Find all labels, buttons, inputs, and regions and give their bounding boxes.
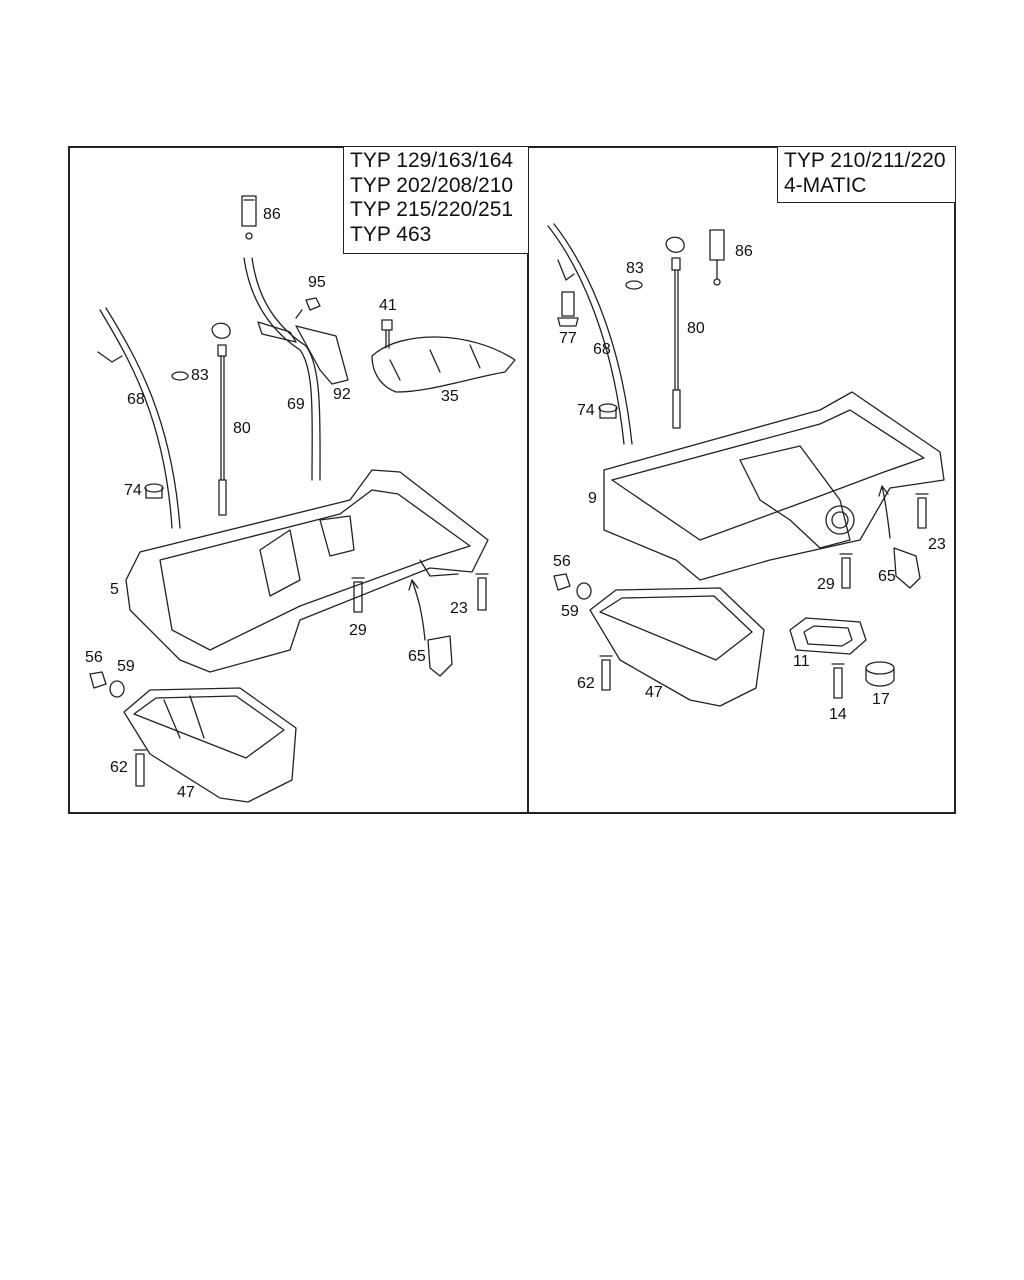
sealing-ring-59-left [109,680,125,698]
callout-83: 83 [191,367,209,384]
callout-80: 80 [687,320,705,337]
filter-element-17-right [865,661,895,687]
cover-65-left [408,579,453,677]
bolt-29-right [839,553,853,589]
dipstick-right [665,236,685,429]
oil-pan-upper-5-left [125,469,489,673]
callout-68: 68 [593,341,611,358]
callout-95: 95 [308,274,326,291]
bolt-62-right [599,655,613,691]
callout-65: 65 [878,568,896,585]
gasket-11-right [789,617,867,655]
drain-plug-56-left [89,671,107,689]
callout-86: 86 [263,206,281,223]
oil-pan-upper-9-right [603,391,945,581]
typ-line: TYP 202/208/210 [350,173,514,197]
callout-9: 9 [588,490,597,507]
cover-65-right [878,485,921,589]
callout-77: 77 [559,330,577,347]
bolt-14-right [831,663,845,699]
callout-29: 29 [349,622,367,639]
cap-left [241,195,257,240]
panel-divider [527,146,529,814]
bolt-77-right [557,291,579,327]
callout-83: 83 [626,260,644,277]
callout-74: 74 [124,482,142,499]
callout-41: 41 [379,297,397,314]
typ-line: TYP 215/220/251 [350,198,514,221]
drain-plug-56-right [553,573,571,591]
typ-line: TYP 463 [350,222,432,246]
o-ring-left [171,371,189,381]
callout-56: 56 [85,649,103,666]
callout-59: 59 [117,658,135,675]
screw-plug-74-right [598,403,618,419]
gasket-92-left [295,325,349,385]
typ-line: TYP 129/163/164 [350,149,514,172]
oil-pan-lower-47-left [123,687,297,803]
callout-65: 65 [408,648,426,665]
guide-tube-69-left [243,257,321,481]
cap-right [709,229,725,286]
model-type-box-right: TYP 210/211/220 4-MATIC [777,146,956,203]
screw-plug-74-left [144,483,164,499]
callout-69: 69 [287,396,305,413]
callout-59: 59 [561,603,579,620]
callout-68: 68 [127,391,145,408]
bolt-29-left [351,577,365,613]
bolt-62-left [133,749,147,787]
callout-23: 23 [450,600,468,617]
callout-23: 23 [928,536,946,553]
sealing-ring-59-right [576,582,592,600]
oil-pan-lower-47-right [589,587,765,707]
bolt-95-left [295,297,321,319]
callout-17: 17 [872,691,890,708]
callout-47: 47 [177,784,195,801]
callout-62: 62 [110,759,128,776]
callout-14: 14 [829,706,847,723]
typ-line: 4-MATIC [784,173,867,197]
callout-92: 92 [333,386,351,403]
callout-11: 11 [793,653,810,670]
callout-80: 80 [233,420,251,437]
callout-74: 74 [577,402,595,419]
bolt-41-left [381,319,393,349]
callout-47: 47 [645,684,663,701]
bolt-23-right [915,493,929,529]
callout-29: 29 [817,576,835,593]
callout-62: 62 [577,675,595,692]
dipstick-left [211,322,231,516]
callout-35: 35 [441,388,459,405]
typ-line: TYP 210/211/220 [784,149,946,172]
bolt-23-left [475,573,489,611]
callout-5: 5 [110,581,119,598]
o-ring-right [625,280,643,290]
dipstick-guide-tube-right [547,223,633,445]
dipstick-guide-tube-left [97,307,181,529]
callout-56: 56 [553,553,571,570]
baffle-plate-35-left [371,336,516,393]
callout-86: 86 [735,243,753,260]
model-type-box-left: TYP 129/163/164 TYP 202/208/210 TYP 215/… [343,146,529,254]
